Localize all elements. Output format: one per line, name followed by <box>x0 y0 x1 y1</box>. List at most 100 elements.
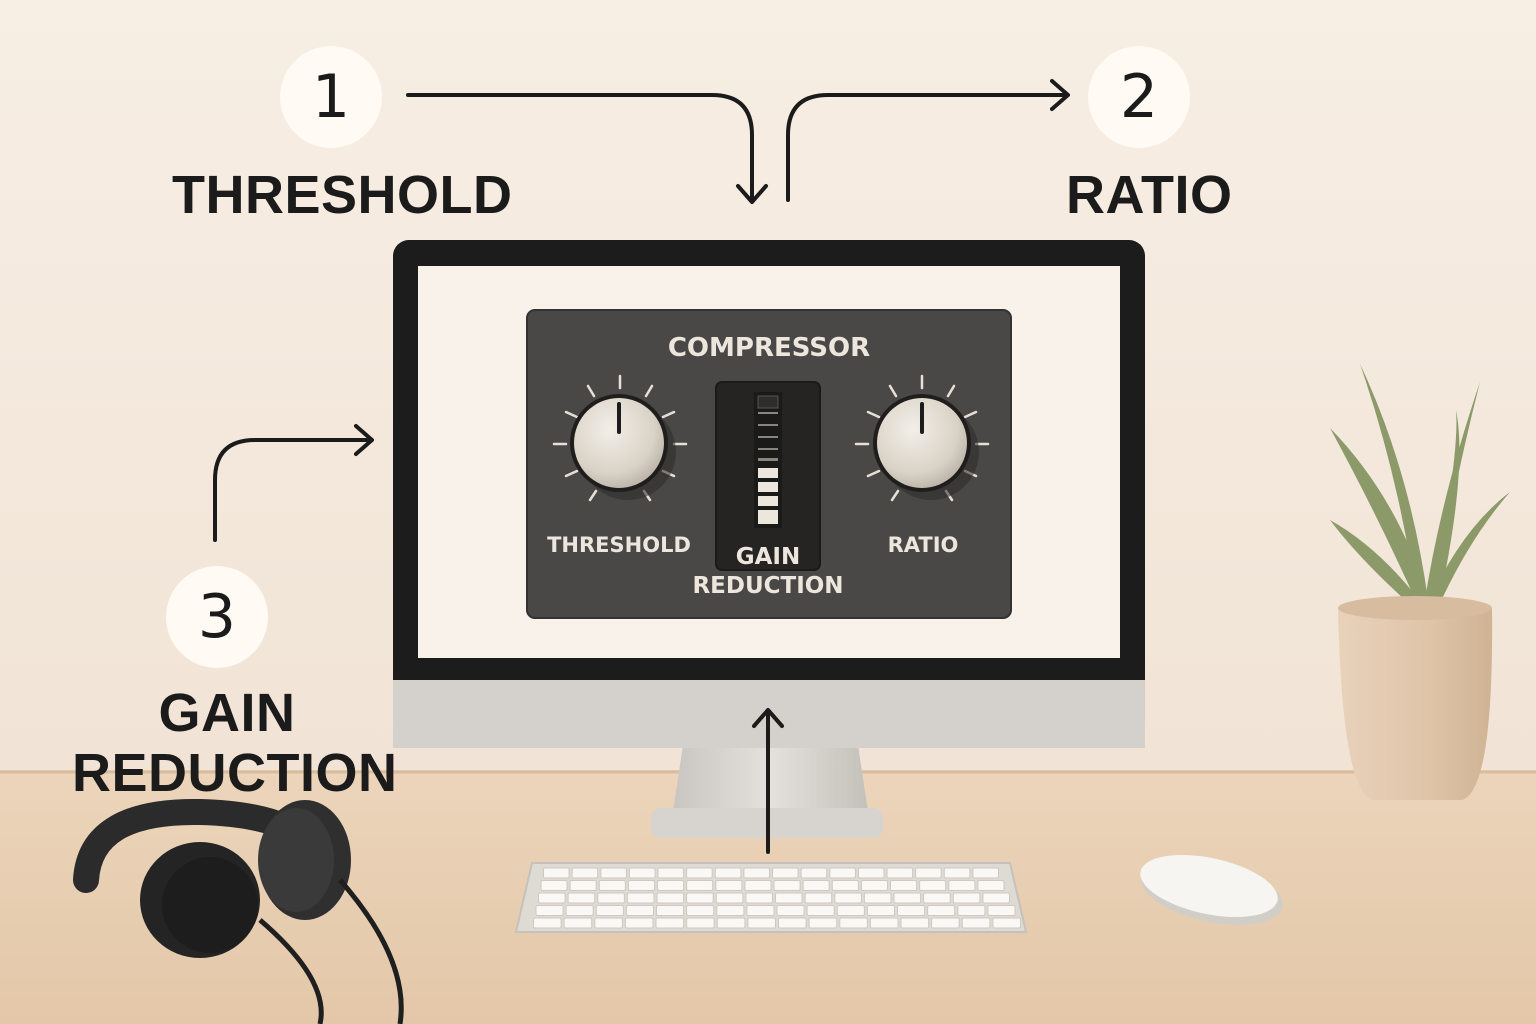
keyboard-key <box>863 892 892 904</box>
keyboard-key <box>839 917 868 929</box>
keyboard-key <box>540 880 568 891</box>
ratio-knob[interactable] <box>854 374 990 502</box>
keyboard-key <box>714 867 742 879</box>
badge-1: 1 <box>280 46 382 148</box>
keyboard-key <box>860 880 889 891</box>
keyboard-key <box>656 905 685 916</box>
keyboard-key <box>598 880 626 891</box>
keyboard-key <box>543 867 570 879</box>
keyboard-key <box>869 917 899 929</box>
keyboard-key <box>535 905 564 916</box>
keyboard-key <box>776 905 805 916</box>
keyboard-key <box>804 892 833 904</box>
threshold-knob-label: THRESHOLD <box>547 533 691 557</box>
keyboard-key <box>656 892 685 904</box>
keyboard-key <box>628 867 656 879</box>
gain-reduction-label: GAIN REDUCTION <box>668 544 868 600</box>
keyboard-key <box>686 892 714 904</box>
callout-label-gain-line1: GAIN <box>158 683 296 743</box>
mouse-icon <box>1140 854 1283 925</box>
keyboard-key <box>567 892 596 904</box>
keyboard-key <box>655 917 685 929</box>
keyboard-key <box>927 905 956 916</box>
callout-label-gain-reduction: GAIN REDUCTION <box>72 683 398 803</box>
ratio-knob-label: RATIO <box>887 533 959 557</box>
gain-reduction-label-line1: GAIN <box>735 544 801 570</box>
keyboard-key <box>594 917 623 929</box>
badge-3: 3 <box>166 566 268 668</box>
keyboard-key <box>890 880 918 891</box>
keyboard-key <box>571 867 599 879</box>
headphones-icon <box>73 798 404 1024</box>
keyboard-key <box>808 917 838 929</box>
keyboard-key <box>597 892 625 904</box>
keyboard-key <box>533 917 562 929</box>
keyboard-key <box>915 867 942 879</box>
arrow-threshold <box>406 93 754 202</box>
arrow-gain-reduction <box>213 438 372 542</box>
keyboard-key <box>919 880 947 891</box>
keyboard-key <box>957 905 986 916</box>
keyboard-key <box>624 917 654 929</box>
keyboard-key <box>900 917 930 929</box>
compressor-title: COMPRESSOR <box>667 333 871 363</box>
threshold-knob[interactable] <box>552 374 688 502</box>
keyboard-key <box>982 892 1011 904</box>
keyboard-key <box>715 880 743 891</box>
keyboard-key <box>866 905 896 916</box>
badge-2: 2 <box>1088 46 1190 148</box>
keyboard-key <box>806 905 835 916</box>
keyboard-key <box>563 917 593 929</box>
keyboard-key <box>746 905 775 916</box>
keyboard-key <box>931 917 960 929</box>
keyboard-key <box>800 867 828 879</box>
callout-label-ratio: RATIO <box>1066 165 1233 225</box>
keyboard-key <box>943 867 971 879</box>
keyboard-key <box>686 867 713 879</box>
keyboard-key <box>743 867 771 879</box>
callout-label-threshold: THRESHOLD <box>172 165 513 225</box>
keyboard-key <box>977 880 1005 891</box>
keyboard-key <box>538 892 566 904</box>
keyboard-key <box>772 867 799 879</box>
arrow-ratio <box>786 93 1068 202</box>
keyboard-key <box>625 905 655 916</box>
keyboard-key <box>961 917 991 929</box>
keyboard-key <box>627 880 656 891</box>
keyboard-key <box>829 867 856 879</box>
compressor-panel <box>526 309 1012 619</box>
keyboard-key <box>745 892 774 904</box>
keyboard-key <box>836 905 865 916</box>
keyboard-icon <box>514 862 1028 933</box>
arrows <box>213 79 1070 854</box>
keyboard-key <box>686 905 715 916</box>
keyboard-key <box>657 880 685 891</box>
keyboard-key <box>686 880 714 891</box>
keyboard-key <box>569 880 597 891</box>
keyboard-key <box>802 880 830 891</box>
plant-icon <box>1330 364 1510 800</box>
gain-reduction-meter <box>715 381 821 571</box>
keyboard-key <box>857 867 885 879</box>
keyboard-key <box>565 905 594 916</box>
keyboard-key <box>773 880 801 891</box>
keyboard-key <box>948 880 976 891</box>
keyboard-key <box>992 917 1022 929</box>
keyboard-key <box>831 880 859 891</box>
keyboard-key <box>626 892 655 904</box>
keyboard-key <box>657 867 685 879</box>
keyboard-key <box>886 867 914 879</box>
keyboard-key <box>923 892 951 904</box>
keyboard-key <box>972 867 1000 879</box>
keyboard-key <box>595 905 624 916</box>
meter-segments <box>757 395 779 524</box>
keyboard-key <box>897 905 926 916</box>
keyboard-key <box>716 905 745 916</box>
keyboard-key <box>600 867 627 879</box>
keyboard-key <box>987 905 1016 916</box>
gain-reduction-label-line2: REDUCTION <box>692 572 844 599</box>
callout-label-gain-line2: REDUCTION <box>72 743 398 803</box>
keyboard-key <box>778 917 807 929</box>
keyboard-key <box>952 892 981 904</box>
